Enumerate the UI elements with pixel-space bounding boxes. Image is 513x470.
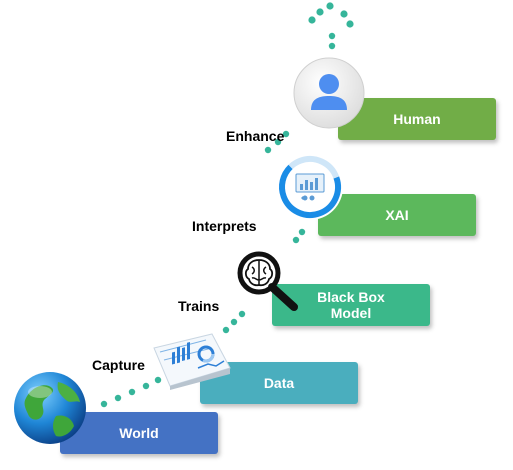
path-dot: [100, 400, 108, 408]
path-dot: [222, 326, 230, 334]
model-label: Black Box Model: [317, 289, 385, 321]
path-dot: [346, 20, 354, 28]
path-dot: [328, 42, 336, 50]
path-dot: [230, 318, 238, 326]
person-icon: [293, 57, 365, 129]
data-label: Data: [263, 375, 295, 391]
capture-label: Capture: [92, 357, 145, 373]
path-dot: [326, 2, 334, 10]
chart-monitor-icon: [277, 154, 343, 220]
human-band: Human: [338, 98, 496, 140]
path-dot: [340, 10, 348, 18]
enhance-label: Enhance: [226, 128, 285, 144]
path-dot: [154, 376, 162, 384]
brain-magnifier-icon: [237, 251, 298, 311]
model-label-line1: Black Box: [317, 289, 385, 305]
path-dot: [264, 146, 272, 154]
world-band: World: [60, 412, 218, 454]
interprets-label: Interprets: [192, 218, 257, 234]
path-dot: [298, 228, 306, 236]
globe-icon: [14, 372, 86, 444]
path-dot: [114, 394, 122, 402]
trains-label: Trains: [178, 298, 220, 314]
model-band: Black Box Model: [272, 284, 430, 326]
world-label: World: [119, 425, 159, 441]
xai-label: XAI: [385, 207, 409, 223]
path-dot: [282, 130, 290, 138]
path-dot: [238, 310, 246, 318]
path-dot: [316, 8, 324, 16]
path-dot: [308, 16, 316, 24]
xai-band: XAI: [318, 194, 476, 236]
path-dot: [142, 382, 150, 390]
path-dot: [328, 32, 336, 40]
dashboard-icon: [153, 333, 231, 390]
human-label: Human: [393, 111, 441, 127]
path-dot: [292, 236, 300, 244]
path-dot: [274, 138, 282, 146]
model-label-line2: Model: [330, 305, 372, 321]
path-dot: [128, 388, 136, 396]
